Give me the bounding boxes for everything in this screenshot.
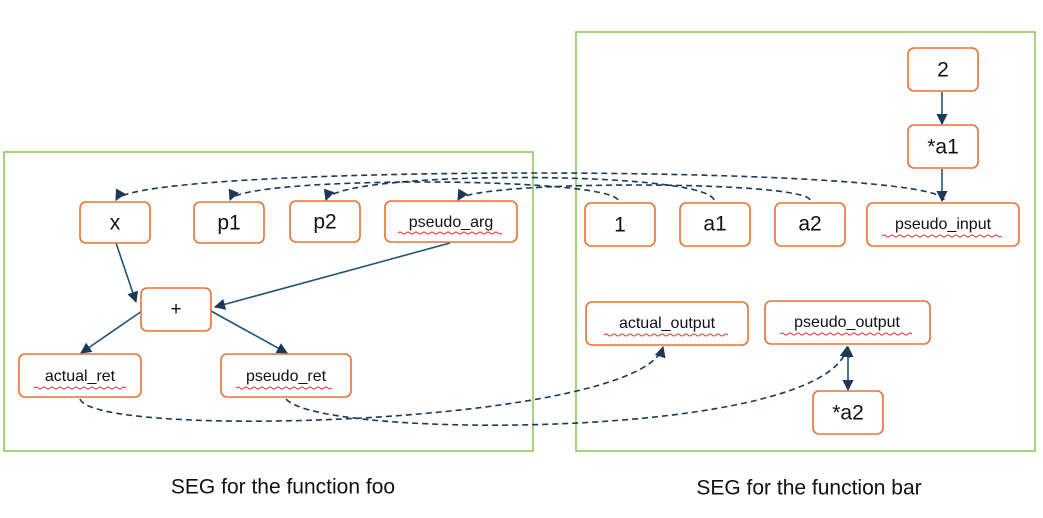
node-a1: a1 [679,202,751,247]
node-pseudo-output-label: pseudo_output [794,314,900,331]
edge-actual-ret-to-actual-output [79,345,666,422]
node-actual-ret: actual_ret [18,353,142,398]
node-pseudo-ret-label: pseudo_ret [246,368,327,385]
node-actual-ret-label: actual_ret [45,368,116,385]
node-star-a2-label: *a2 [832,402,864,425]
spellcheck-underline [603,333,729,337]
node-p2: p2 [289,200,361,243]
node-actual-output-label: actual_output [619,315,716,332]
node-star-a1: *a1 [907,124,979,169]
node-plus: + [140,287,212,332]
node-2-label: 2 [937,59,949,82]
node-2: 2 [907,47,979,92]
node-a2-box [774,202,846,247]
node-1-label: 1 [614,214,626,237]
node-plus-box [140,287,212,332]
node-star-a2-box [812,390,884,435]
node-2-box [907,47,979,92]
spellcheck-underline [33,386,127,390]
node-plus-label: + [170,299,181,320]
bar-group-box [575,31,1036,452]
node-p1-box [193,201,265,244]
node-p1: p1 [193,201,265,244]
node-star-a2: *a2 [812,390,884,435]
node-pseudo-arg-label: pseudo_arg [409,214,494,231]
edge-plus-to-pseudo-ret [210,310,288,354]
spellcheck-underline [397,231,503,235]
node-pseudo-output: pseudo_output [764,300,931,345]
node-x: x [79,201,151,244]
spellcheck-underline [779,332,913,336]
node-pseudo-input: pseudo_input [866,202,1020,247]
node-pseudo-input-label: pseudo_input [895,216,992,233]
node-actual-ret-box [18,353,142,398]
node-pseudo-arg-box [384,200,518,243]
foo-group-box [3,151,534,452]
node-p2-box [289,200,361,243]
node-pseudo-ret: pseudo_ret [220,353,352,398]
node-pseudo-ret-box [220,353,352,398]
node-pseudo-arg: pseudo_arg [384,200,518,243]
edge-pseudo-ret-to-pseudo-output [285,345,851,426]
node-x-label: x [110,212,121,235]
edge-x-to-plus [115,242,139,304]
edge-a1-to-p2 [324,176,715,202]
edge-a2-to-pseudo-arg [457,184,811,201]
foo-group-caption: SEG for the function foo [171,476,395,499]
edge-pseudo-input-to-x [115,172,945,201]
node-a1-label: a1 [703,213,726,236]
node-a1-box [679,202,751,247]
spellcheck-underline [881,234,1003,238]
node-a2: a2 [774,202,846,247]
node-actual-output: actual_output [585,301,749,346]
node-actual-output-box [585,301,749,346]
edge-plus-to-actual-ret [80,310,143,354]
edge-pseudo-arg-to-plus [213,242,451,310]
node-star-a1-box [907,124,979,169]
node-x-box [79,201,151,244]
node-1: 1 [584,202,656,247]
node-a2-label: a2 [798,213,821,236]
bar-group-caption: SEG for the function bar [696,477,921,500]
spellcheck-underline [235,386,333,390]
edges [79,92,948,426]
node-star-a1-label: *a1 [927,136,959,159]
node-1-box [584,202,656,247]
node-p1-label: p1 [217,212,240,235]
edge-1-to-p1 [228,181,619,202]
node-p2-label: p2 [313,211,336,234]
